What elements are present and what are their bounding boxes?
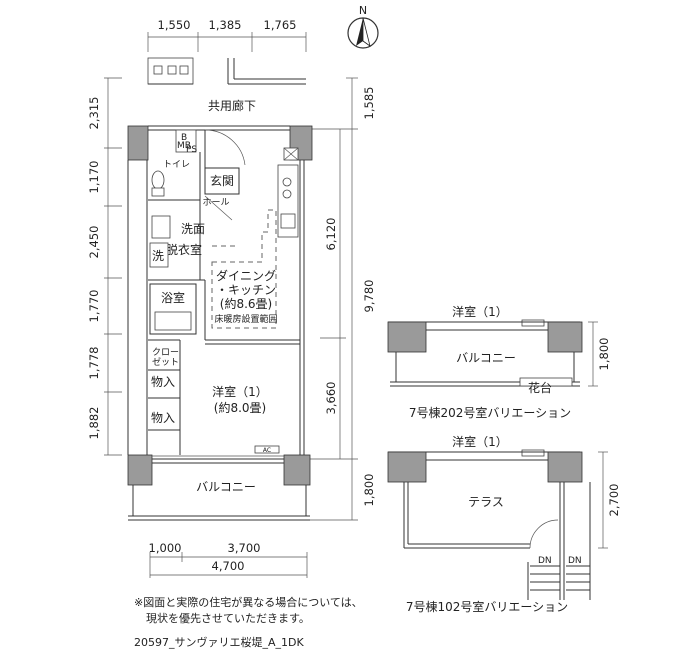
dim-right-inner-2: 3,660 bbox=[324, 382, 338, 415]
western-room-label-1: 洋室（1） bbox=[212, 384, 268, 399]
v1-balcony-label: バルコニー bbox=[456, 351, 516, 365]
dim-left-5: 1,778 bbox=[87, 347, 101, 380]
ps-label: PS bbox=[186, 145, 197, 155]
dim-bottom-1: 1,000 bbox=[149, 541, 182, 555]
western-room-label-2: (約8.0畳) bbox=[214, 400, 266, 415]
variation-202: 洋室（1） バルコニー 花台 1,800 7号棟202号室バリエーション bbox=[387, 304, 611, 420]
disclaimer-line-2: 現状を優先させていただきます。 bbox=[146, 612, 310, 625]
v1-caption: 7号棟202号室バリエーション bbox=[409, 405, 571, 420]
v1-height-dim: 1,800 bbox=[597, 338, 611, 371]
disclaimer-line-1: ※図面と実際の住宅が異なる場合については、 bbox=[134, 596, 363, 609]
bath-label: 浴室 bbox=[161, 290, 185, 305]
top-dimension-line: 1,550 1,385 1,765 bbox=[147, 18, 307, 52]
dim-left-3: 2,450 bbox=[87, 226, 101, 259]
right-dimension-lines: 1,585 9,780 1,800 6,120 3,660 bbox=[300, 77, 376, 521]
dim-right-2: 9,780 bbox=[362, 280, 376, 313]
ac-label: AC bbox=[263, 447, 271, 454]
toilet-label: トイレ bbox=[163, 160, 190, 170]
meter-box-right bbox=[227, 58, 306, 85]
closet-label-1: クロー bbox=[152, 347, 179, 358]
v1-planter-label: 花台 bbox=[528, 380, 552, 395]
dining-label-1: ダイニング bbox=[216, 268, 276, 283]
dim-right-1: 1,585 bbox=[362, 87, 376, 120]
compass-label: N bbox=[359, 4, 367, 17]
v2-dn-2: DN bbox=[568, 556, 582, 566]
dim-right-3: 1,800 bbox=[362, 474, 376, 507]
variation-102: 洋室（1） テラス DN DN 2,700 7号棟102号室バリエーション bbox=[387, 434, 621, 614]
dim-left-4: 1,770 bbox=[87, 290, 101, 323]
v2-caption: 7号棟102号室バリエーション bbox=[406, 599, 568, 614]
dim-top-3: 1,765 bbox=[264, 18, 297, 32]
dim-top-1: 1,550 bbox=[158, 18, 191, 32]
left-dimension-line: 2,315 1,170 2,450 1,770 1,778 1,882 bbox=[87, 77, 122, 456]
dim-left-2: 1,170 bbox=[87, 161, 101, 194]
storage-label-2: 物入 bbox=[151, 411, 175, 425]
v2-height-dim: 2,700 bbox=[607, 484, 621, 517]
main-unit-plan: 共用廊下 B MB PS トイレ 玄関 ホール bbox=[127, 98, 313, 521]
balcony-label: バルコニー bbox=[196, 480, 256, 494]
meter-box-left bbox=[147, 57, 194, 85]
wash-label: 洗 bbox=[152, 249, 164, 263]
dim-left-6: 1,882 bbox=[87, 407, 101, 440]
dining-label-3: (約8.6畳) bbox=[220, 296, 272, 311]
corridor-label: 共用廊下 bbox=[208, 98, 256, 113]
dining-label-2: ・キッチン bbox=[216, 283, 276, 297]
mb-label: MB bbox=[177, 141, 191, 151]
v1-room-label: 洋室（1） bbox=[452, 304, 508, 319]
washroom-label-a: 洗面 bbox=[181, 222, 205, 236]
entrance-label: 玄関 bbox=[210, 173, 234, 188]
dim-top-2: 1,385 bbox=[209, 18, 242, 32]
hall-label: ホール bbox=[202, 197, 229, 208]
v2-room-label: 洋室（1） bbox=[452, 434, 508, 449]
b-label: B bbox=[181, 133, 187, 143]
dim-right-inner-1: 6,120 bbox=[324, 218, 338, 251]
dim-left-1: 2,315 bbox=[87, 97, 101, 130]
v2-dn-1: DN bbox=[538, 556, 552, 566]
north-compass: N bbox=[347, 4, 379, 49]
plan-code: 20597_サンヴァリエ桜堤_A_1DK bbox=[134, 636, 304, 649]
dim-bottom-2: 3,700 bbox=[228, 541, 261, 555]
v2-terrace-label: テラス bbox=[468, 495, 504, 509]
washroom-label-b: 脱衣室 bbox=[166, 242, 202, 257]
bottom-dimension-lines: 1,000 3,700 4,700 bbox=[149, 541, 308, 578]
closet-label-2: ゼット bbox=[152, 356, 179, 368]
dim-bottom-total: 4,700 bbox=[212, 559, 245, 573]
floor-heating-label: 床暖房設置範囲 bbox=[214, 313, 277, 325]
storage-label-1: 物入 bbox=[151, 375, 175, 389]
